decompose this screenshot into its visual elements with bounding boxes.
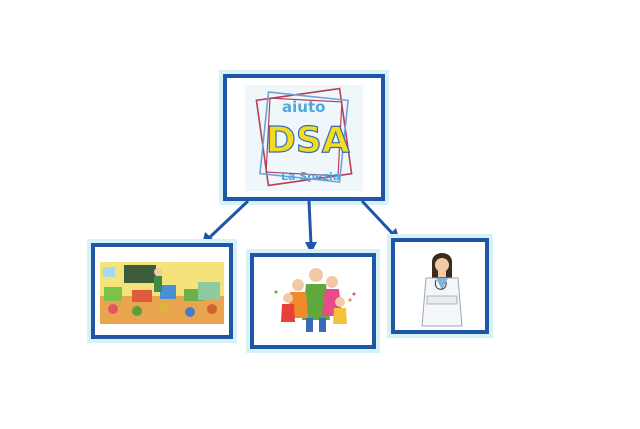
logo-text-aiuto: aiuto <box>282 98 325 116</box>
logo-text-dsa: DSA <box>266 120 350 161</box>
doctor-illustration-icon <box>421 253 463 327</box>
arrow-to-family <box>305 200 317 254</box>
logo-square-inner <box>265 97 343 177</box>
classroom-illustration-icon <box>100 262 224 324</box>
classroom-box <box>87 239 237 343</box>
family-illustration-icon <box>274 268 356 332</box>
logo-text-city: La Spezia <box>281 170 340 183</box>
logo-box: aiuto DSA La Spezia <box>219 70 389 205</box>
doctor-box <box>387 234 493 338</box>
logo-square-blue <box>259 91 349 183</box>
family-box <box>246 249 380 353</box>
arrow-to-classroom <box>202 199 250 245</box>
